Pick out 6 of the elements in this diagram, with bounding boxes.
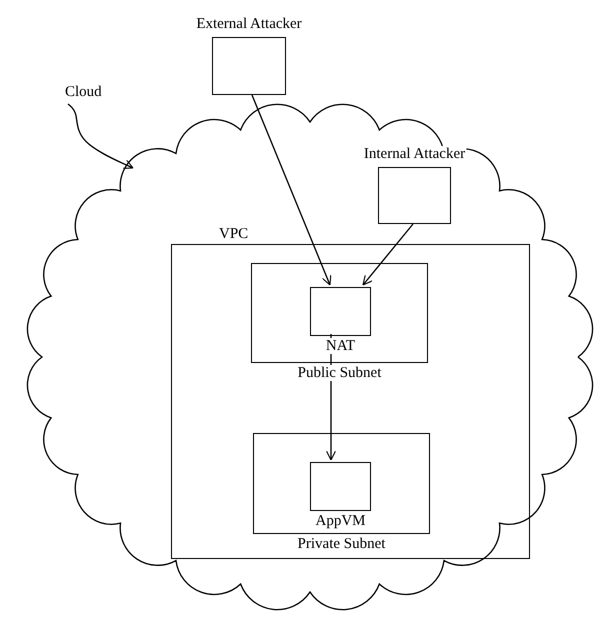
- box-label: AppVM: [314, 513, 366, 529]
- arrow: [326, 334, 336, 461]
- arrow: [362, 224, 414, 286]
- box-label: NAT: [324, 338, 356, 354]
- box-label: Public Subnet: [296, 365, 382, 381]
- leader-line: [68, 104, 134, 169]
